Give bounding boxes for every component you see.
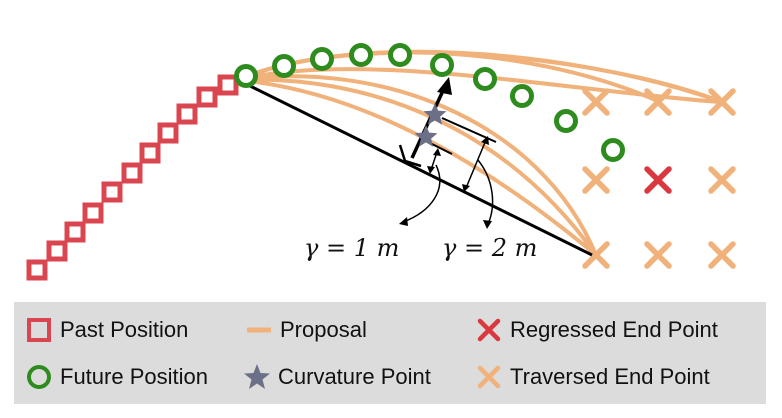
curvature-point bbox=[414, 125, 438, 147]
gamma1-dim-head-b bbox=[427, 166, 435, 174]
regressed-end-point bbox=[644, 166, 672, 194]
future-position bbox=[349, 43, 373, 67]
proposal-curve-6 bbox=[237, 77, 598, 257]
future-positions bbox=[234, 43, 625, 162]
past-position bbox=[196, 86, 218, 108]
future-position bbox=[272, 54, 296, 78]
traversed-end-point bbox=[644, 88, 672, 116]
traversed-end-point bbox=[708, 166, 736, 194]
past-position bbox=[82, 202, 104, 224]
legend-item-past: Past Position bbox=[22, 310, 188, 350]
end-point-grid bbox=[582, 88, 736, 269]
arrow-head bbox=[437, 77, 452, 95]
past-position bbox=[176, 103, 198, 125]
curvature-point bbox=[423, 103, 447, 125]
past-position bbox=[121, 162, 143, 184]
proposal-curve-5 bbox=[237, 74, 598, 256]
legend-label-proposal: Proposal bbox=[280, 317, 367, 342]
past-positions bbox=[26, 74, 239, 281]
proposal-curve-7 bbox=[237, 78, 598, 257]
past-position bbox=[46, 240, 68, 262]
x-icon bbox=[472, 313, 506, 347]
traversed-end-point bbox=[582, 166, 610, 194]
legend-item-traversed: Traversed End Point bbox=[472, 357, 710, 397]
gamma2-leader-head bbox=[483, 220, 492, 229]
legend-item-proposal: Proposal bbox=[242, 310, 367, 350]
gamma2-dim bbox=[465, 139, 487, 189]
future-position bbox=[310, 47, 334, 71]
traversed-end-point bbox=[708, 241, 736, 269]
gamma2-dim-head-a bbox=[481, 136, 489, 145]
past-position bbox=[217, 74, 239, 96]
legend-item-curvature: Curvature Point bbox=[240, 357, 431, 397]
square-icon bbox=[22, 313, 56, 347]
right-angle-marker bbox=[398, 144, 422, 168]
legend-label-curvature: Curvature Point bbox=[278, 364, 431, 389]
future-position bbox=[601, 138, 625, 162]
past-position bbox=[139, 142, 161, 164]
gamma1-leader bbox=[402, 164, 441, 223]
legend-label-future: Future Position bbox=[60, 364, 208, 389]
x-icon bbox=[472, 360, 506, 394]
legend-label-traversed: Traversed End Point bbox=[510, 364, 710, 389]
future-position bbox=[554, 109, 578, 133]
future-position bbox=[473, 67, 497, 91]
legend: Past Position Proposal Regressed End Poi… bbox=[14, 302, 766, 404]
traversed-end-point bbox=[582, 241, 610, 269]
legend-item-regressed: Regressed End Point bbox=[472, 310, 718, 350]
trajectory-diagram bbox=[26, 43, 736, 281]
circle-icon bbox=[22, 360, 56, 394]
gamma-1-label: γ = 1 m bbox=[304, 234, 400, 262]
baseline-group bbox=[237, 77, 593, 257]
chord-line bbox=[237, 78, 593, 257]
gamma2-dim-head-b bbox=[462, 184, 470, 192]
future-position bbox=[388, 43, 412, 67]
traversed-end-point bbox=[582, 88, 610, 116]
star-icon bbox=[240, 360, 274, 394]
legend-label-regressed: Regressed End Point bbox=[510, 317, 718, 342]
dash-icon bbox=[242, 313, 276, 347]
future-position bbox=[430, 53, 454, 77]
past-position bbox=[157, 122, 179, 144]
past-position bbox=[101, 181, 123, 203]
traversed-end-point bbox=[644, 241, 672, 269]
curvature-points bbox=[414, 103, 447, 147]
gamma-2-label: γ = 2 m bbox=[442, 234, 538, 262]
legend-item-future: Future Position bbox=[22, 357, 208, 397]
past-position bbox=[64, 221, 86, 243]
future-position bbox=[234, 64, 258, 88]
past-position bbox=[26, 259, 48, 281]
future-position bbox=[510, 84, 534, 108]
gamma2-leader bbox=[477, 159, 494, 225]
gamma1-leader-head bbox=[399, 217, 408, 226]
traversed-end-point bbox=[708, 88, 736, 116]
legend-label-past: Past Position bbox=[60, 317, 189, 342]
gamma1-dim-head-a bbox=[433, 148, 441, 156]
